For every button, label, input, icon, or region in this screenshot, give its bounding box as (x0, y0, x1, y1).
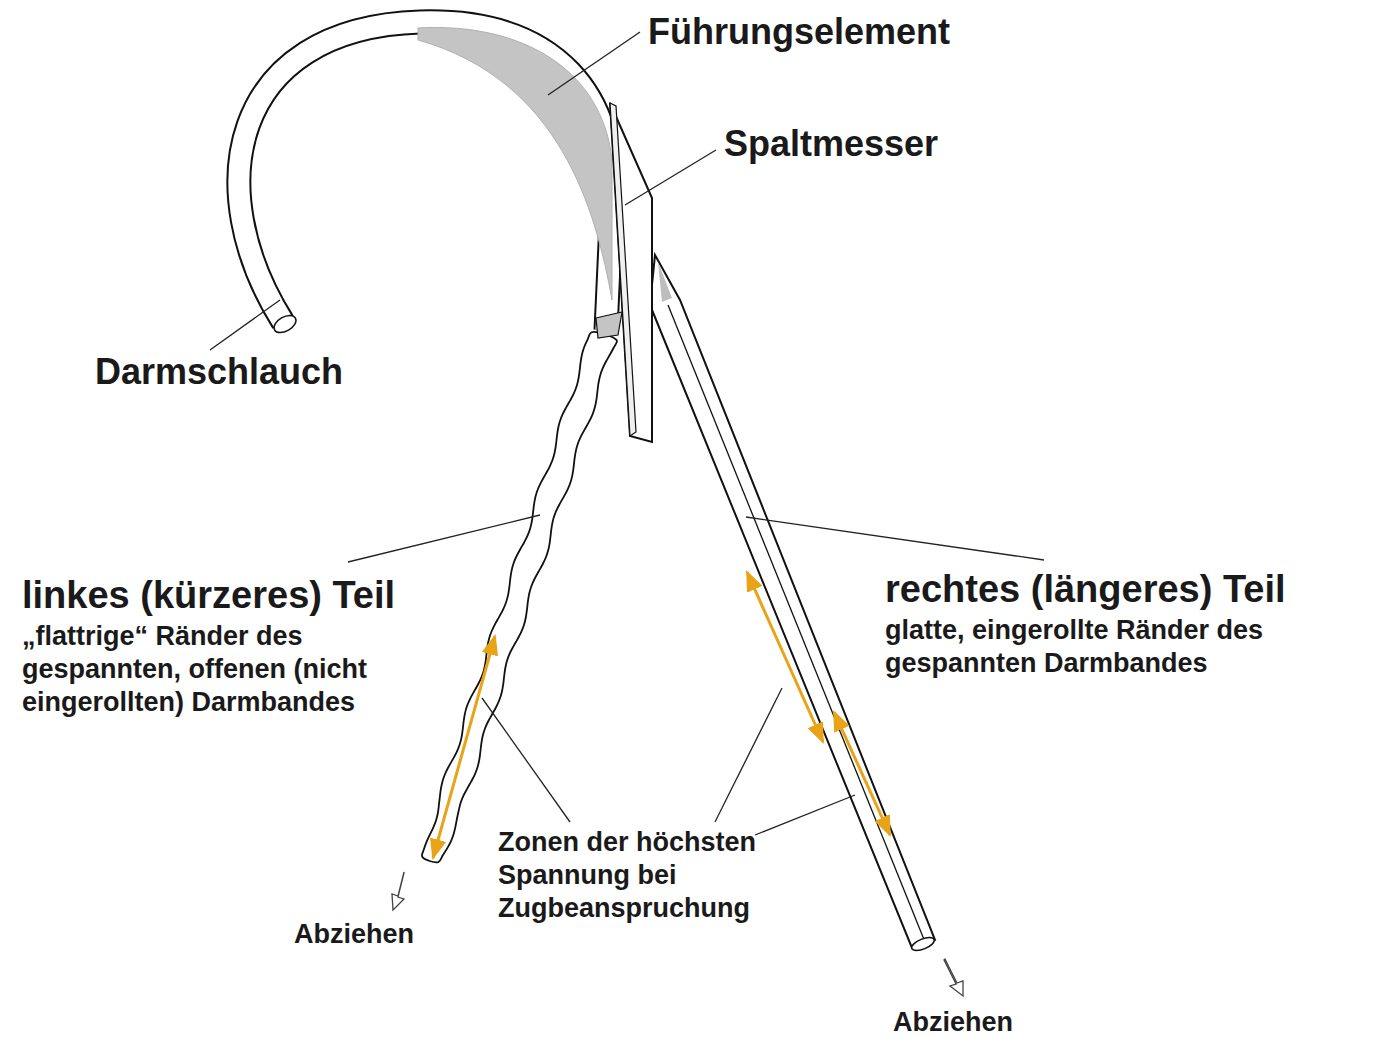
annotation-note: Zonen der höchsten Spannung bei Zugbeans… (498, 826, 828, 925)
left-strip (422, 332, 617, 862)
gut-tube-fill (239, 22, 612, 330)
pull-arrows (392, 872, 963, 996)
action-label: Abziehen (893, 1006, 1013, 1039)
left-strip-outline (422, 332, 617, 862)
part-label: Darmschlauch (95, 350, 343, 394)
part-description: glatte, eingerollte Ränder des gespannte… (885, 614, 1325, 680)
splitting-blade (610, 103, 652, 442)
action-label: Abziehen (294, 918, 414, 951)
gut-tube-end (271, 312, 299, 336)
part-label: Führungselement (648, 10, 950, 54)
tension-zone-arrows (433, 572, 890, 858)
part-description: „flattrige“ Ränder des gespannten, offen… (22, 620, 402, 719)
gut-tube-outline (239, 22, 612, 330)
left-strip-start (596, 312, 622, 338)
part-label: Spaltmesser (724, 122, 938, 166)
part-heading: linkes (kürzeres) Teil (22, 572, 395, 618)
guide-element (418, 28, 612, 300)
part-heading: rechtes (längeres) Teil (885, 566, 1286, 612)
